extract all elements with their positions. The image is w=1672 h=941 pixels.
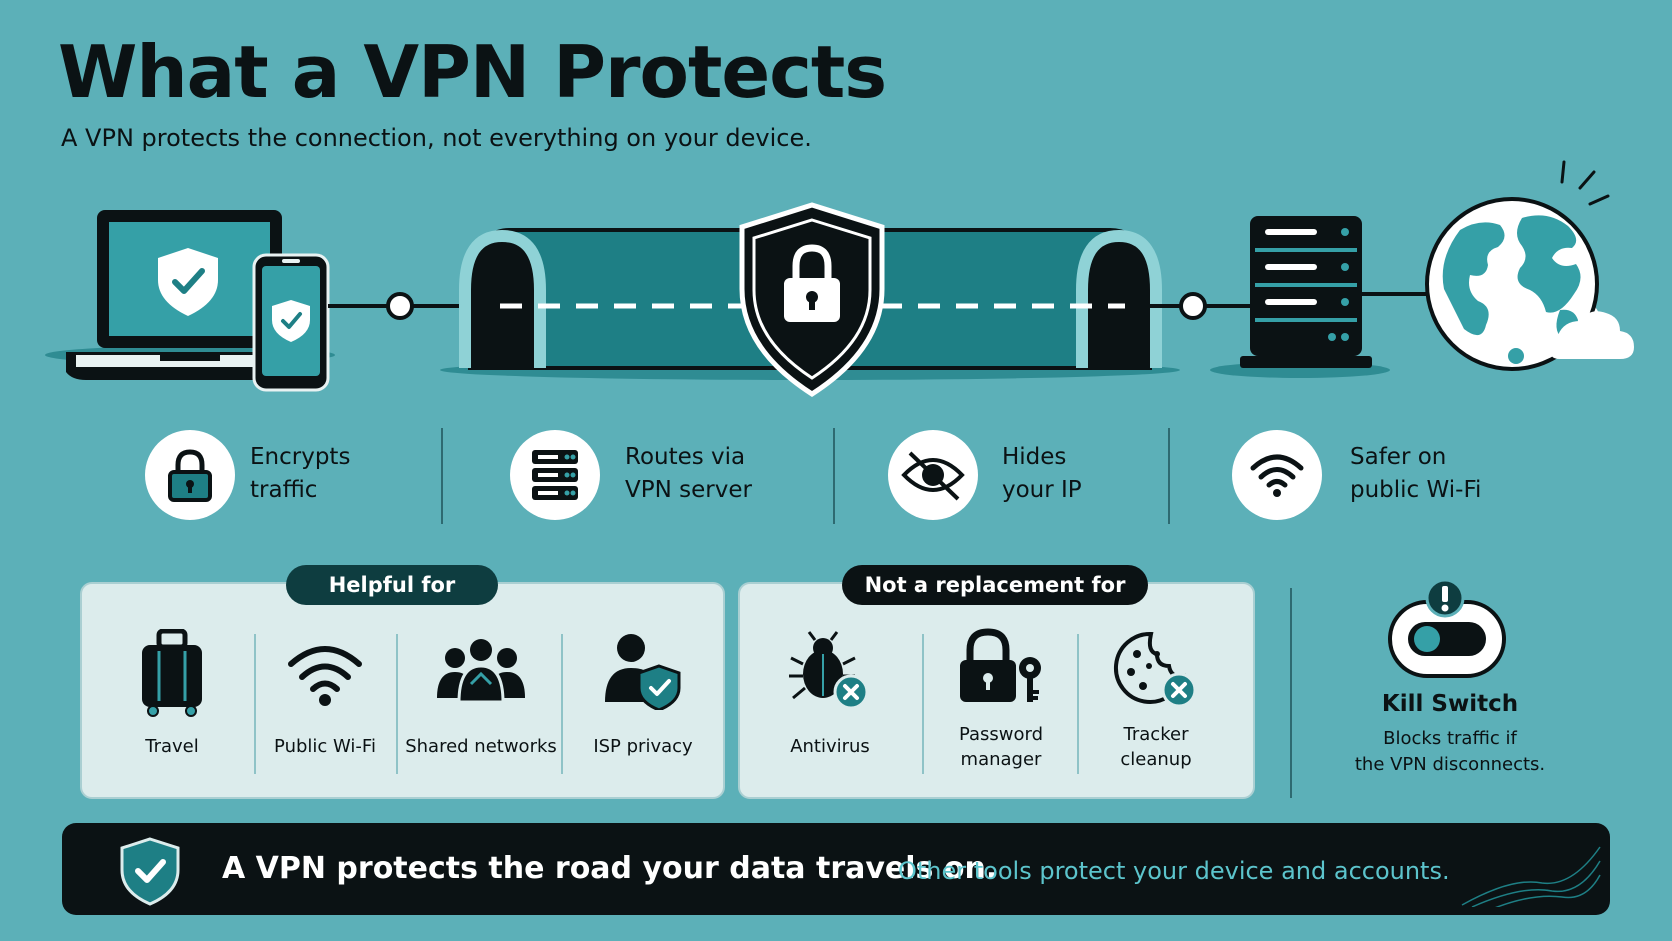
not-replacement-heading: Not a replacement for — [842, 565, 1148, 605]
item-label: Public Wi-Fi — [274, 736, 376, 757]
item-label: Antivirus — [790, 736, 870, 757]
not-replacement-item-antivirus: Antivirus — [760, 584, 900, 797]
divider — [441, 428, 443, 524]
connector-node — [386, 292, 414, 320]
banner-sub-text: Other tools protect your device and acco… — [898, 857, 1450, 885]
helpful-for-panel: Travel Public Wi-Fi Shared networks ISP … — [80, 582, 725, 799]
bug-icon — [760, 630, 900, 712]
wifi-icon — [258, 642, 392, 706]
connector-node — [1179, 292, 1207, 320]
laptop-icon — [66, 210, 310, 380]
feature-label: VPN server — [625, 477, 752, 503]
globe-icon — [1425, 197, 1634, 371]
server-icon — [1240, 216, 1372, 368]
divider — [1290, 588, 1292, 798]
wave-decoration — [1461, 846, 1601, 907]
eye-slash-icon — [888, 430, 978, 520]
feature-encrypts: Encrypts traffic — [145, 425, 395, 535]
divider — [254, 634, 256, 774]
not-replacement-item-tracker-cleanup: Tracker cleanup — [1081, 584, 1231, 797]
helpful-item-shared-networks: Shared networks — [400, 584, 562, 797]
feature-label: traffic — [250, 477, 318, 503]
people-icon — [400, 636, 562, 706]
not-replacement-panel: Antivirus Password manager Tracker cleanup — [738, 582, 1255, 799]
item-label: Tracker — [1123, 724, 1189, 745]
feature-hides-ip: Hides your IP — [888, 425, 1118, 535]
item-label: ISP privacy — [593, 736, 693, 757]
kill-switch-toggle-icon — [1388, 578, 1506, 678]
divider — [833, 428, 835, 524]
divider — [396, 634, 398, 774]
suitcase-icon — [112, 629, 232, 717]
shield-lock-icon — [739, 202, 885, 397]
item-label: Password — [958, 724, 1044, 745]
feature-label: your IP — [1002, 477, 1082, 503]
divider — [1077, 634, 1079, 774]
signal-spark-icon — [1560, 160, 1610, 206]
kill-switch-desc: the VPN disconnects. — [1354, 754, 1546, 775]
item-label: cleanup — [1120, 749, 1192, 770]
helpful-item-travel: Travel — [112, 584, 232, 797]
server-icon — [510, 430, 600, 520]
kill-switch-desc: Blocks traffic if — [1383, 728, 1517, 749]
divider — [1168, 428, 1170, 524]
user-shield-icon — [565, 632, 721, 710]
divider — [922, 634, 924, 774]
shield-check-icon — [120, 837, 180, 906]
feature-label: Routes via — [625, 444, 746, 470]
not-replacement-item-password-manager: Password manager — [926, 584, 1076, 797]
kill-switch-title: Kill Switch — [1381, 691, 1519, 717]
cookie-icon — [1081, 630, 1231, 710]
bottom-banner — [62, 823, 1610, 915]
helpful-item-public-wifi: Public Wi-Fi — [258, 584, 392, 797]
lock-key-icon — [926, 628, 1076, 708]
page-subtitle: A VPN protects the connection, not every… — [61, 124, 812, 152]
helpful-for-heading: Helpful for — [286, 565, 498, 605]
lock-icon — [145, 430, 235, 520]
helpful-item-isp-privacy: ISP privacy — [565, 584, 721, 797]
item-label: manager — [960, 749, 1042, 770]
phone-icon — [252, 253, 330, 392]
item-label: Shared networks — [405, 736, 557, 757]
feature-label: Hides — [1002, 444, 1067, 470]
vpn-tunnel-illustration — [45, 160, 1634, 397]
feature-label: Encrypts — [250, 444, 351, 470]
page-title: What a VPN Protects — [58, 30, 887, 114]
feature-safer-wifi: Safer on public Wi-Fi — [1232, 425, 1492, 535]
wifi-icon — [1232, 430, 1322, 520]
item-label: Travel — [145, 736, 199, 757]
banner-main-text: A VPN protects the road your data travel… — [222, 851, 998, 886]
feature-label: public Wi-Fi — [1350, 477, 1482, 503]
divider — [561, 634, 563, 774]
feature-label: Safer on — [1350, 444, 1447, 470]
